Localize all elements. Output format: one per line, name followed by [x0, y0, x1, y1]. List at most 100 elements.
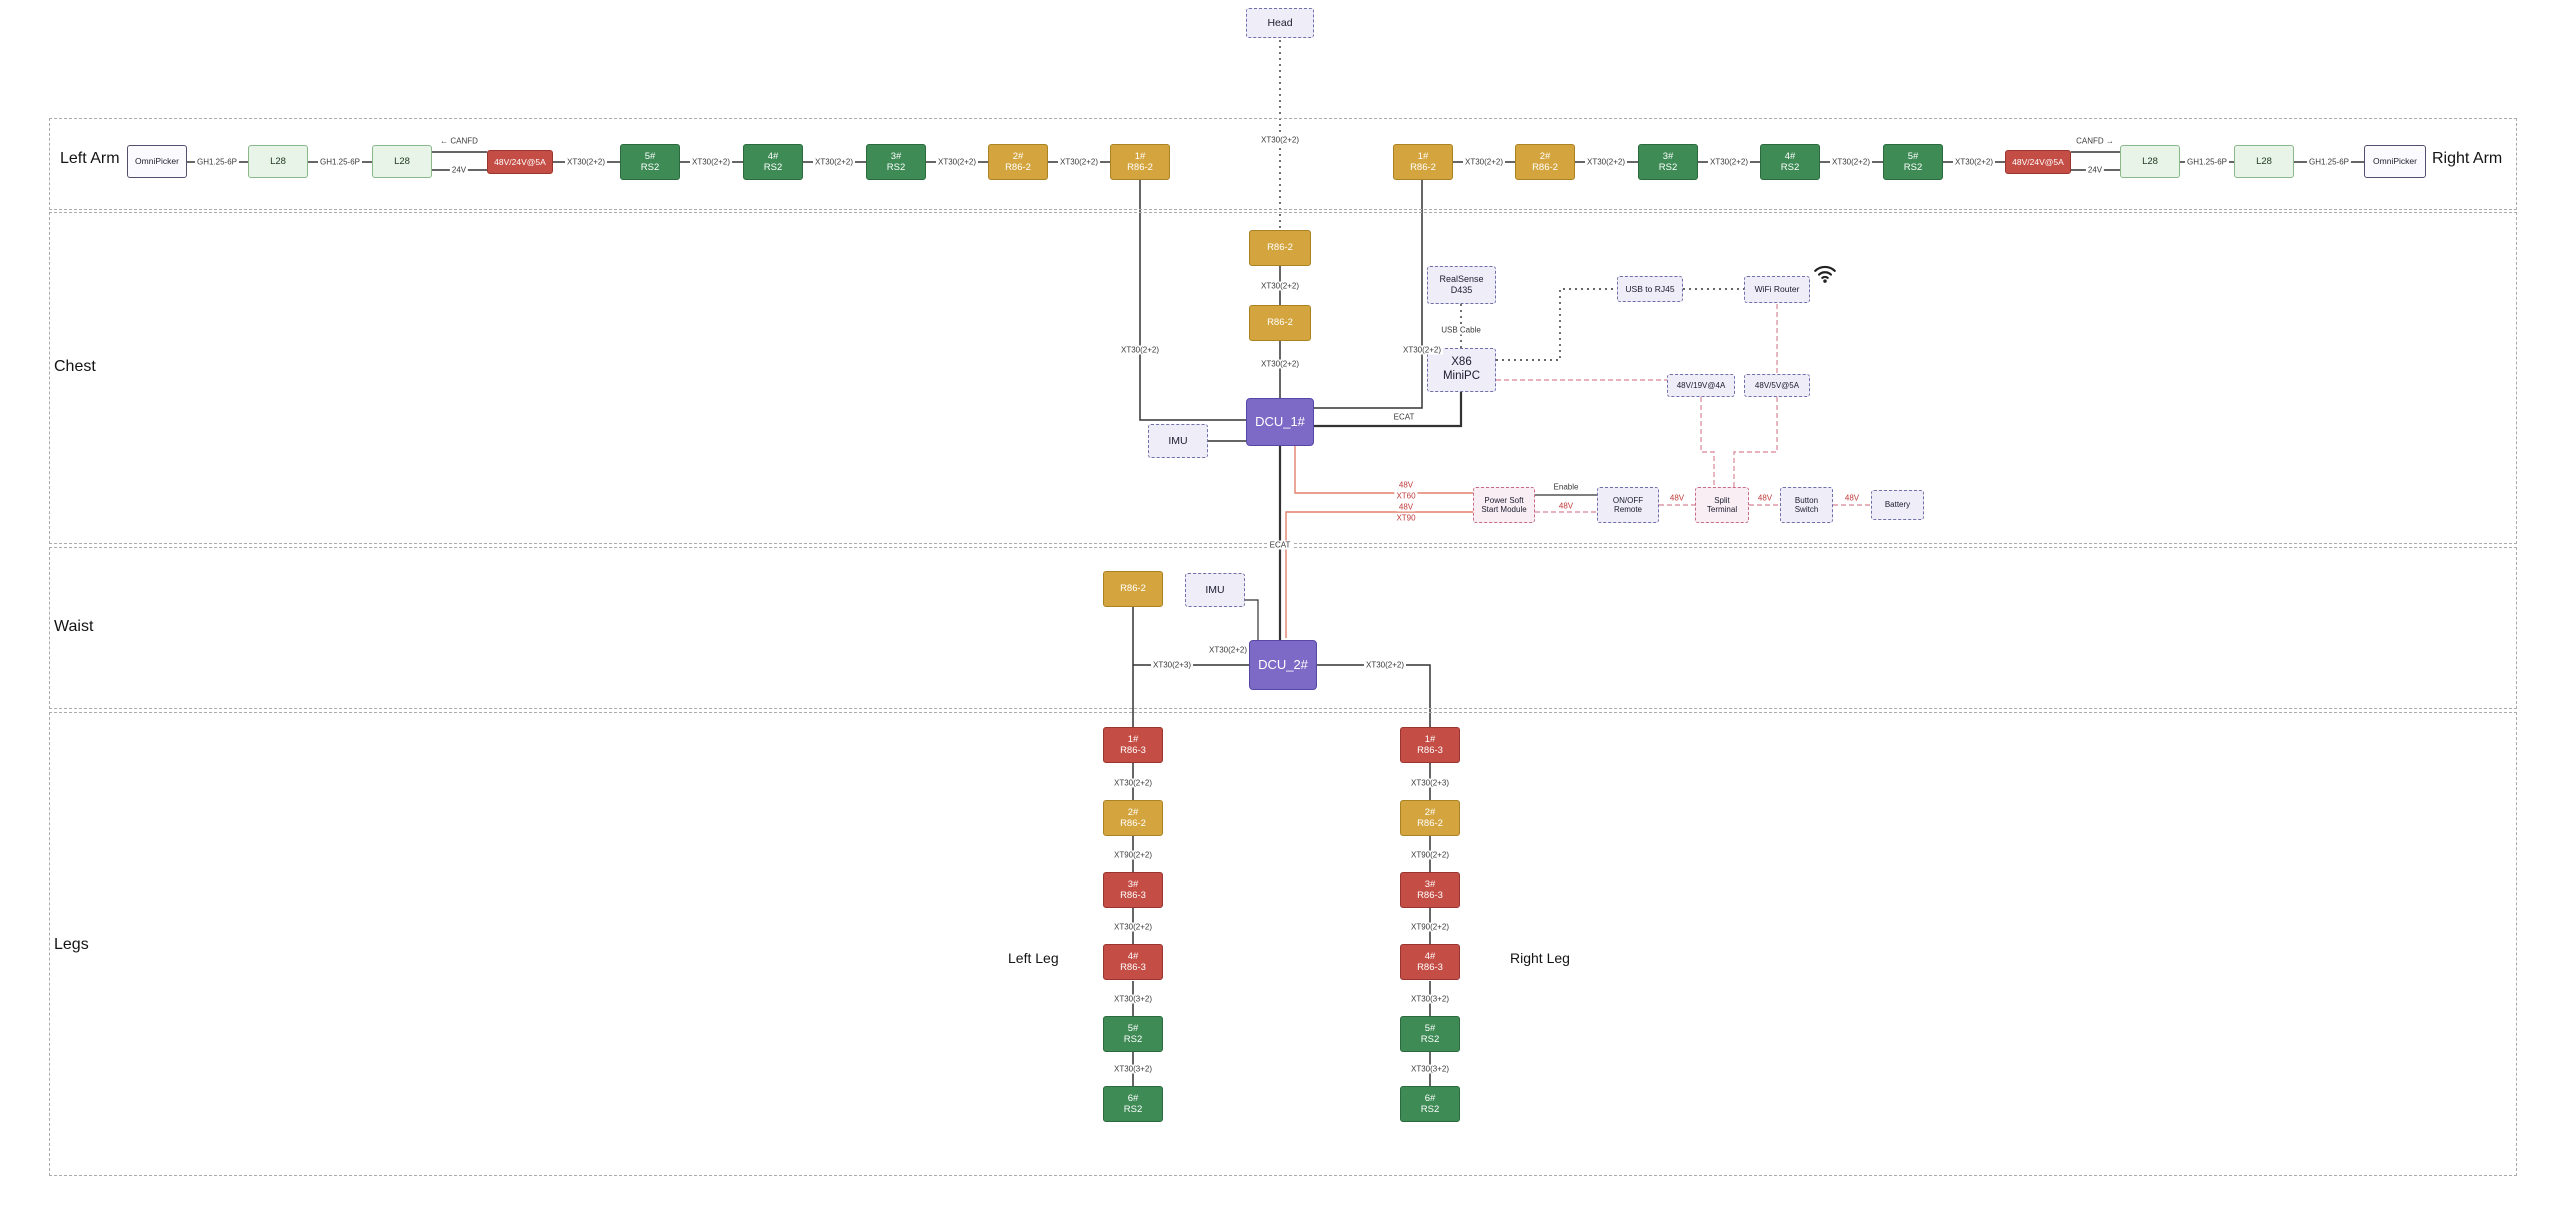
node-label: IMU: [1168, 434, 1188, 447]
connector-label: XT30(3+2): [1408, 1064, 1452, 1074]
node-label: R86-3: [1120, 962, 1146, 973]
connector-label: 48V: [1667, 493, 1687, 503]
wifi-icon: [1814, 265, 1836, 283]
node-label: 1#: [1417, 150, 1429, 162]
connector-label: XT30(2+2): [935, 157, 979, 167]
node-label: Split: [1714, 495, 1730, 505]
node-head: Head: [1246, 8, 1314, 38]
connector-label: ECAT: [1267, 540, 1293, 550]
node-label: 2#: [1127, 806, 1139, 818]
node-label: RealSense: [1439, 274, 1484, 285]
connector-label: GH1.25-6P: [2306, 157, 2352, 167]
node-label: 3#: [1662, 150, 1674, 162]
connector-label: ← CANFD: [438, 136, 480, 146]
connector-label: 48V: [1842, 493, 1862, 503]
node-label: R86-2: [1532, 162, 1558, 173]
node-label: OmniPicker: [135, 156, 179, 167]
node-label: 4#: [1424, 950, 1436, 962]
connector-label: XT90(2+2): [1408, 922, 1452, 932]
node-label: 5#: [1907, 150, 1919, 162]
node-label: RS2: [886, 162, 906, 173]
node-leg-right-6: 6#RS2: [1400, 1086, 1460, 1122]
section-label: Legs: [54, 936, 89, 953]
connector-label: XT30(3+2): [1111, 1064, 1155, 1074]
node-label: 5#: [1127, 1022, 1139, 1034]
node-label: R86-3: [1417, 962, 1443, 973]
node-label: 1#: [1134, 150, 1146, 162]
node-label: RS2: [1903, 162, 1923, 173]
edge: [1285, 511, 1473, 638]
connector-label: CANFD →: [2074, 136, 2116, 146]
node-label: RS2: [1420, 1104, 1440, 1115]
node-r86-chest-bottom: R86-2: [1249, 305, 1311, 341]
node-motor-right-2: 2#R86-2: [1515, 144, 1575, 180]
connector-label: XT90(2+2): [1111, 850, 1155, 860]
connector-label: XT30(3+2): [1408, 994, 1452, 1004]
node-label: RS2: [1123, 1034, 1143, 1045]
node-label: 48V/5V@5A: [1754, 380, 1800, 390]
node-label: 2#: [1012, 150, 1024, 162]
node-leg-left-4: 4#R86-3: [1103, 944, 1163, 980]
node-motor-left-5: 5#RS2: [620, 144, 680, 180]
node-label: Battery: [1884, 500, 1911, 510]
connector-label: XT30(2+2): [1206, 645, 1250, 655]
node-label: 4#: [1127, 950, 1139, 962]
node-wifi-router: WiFi Router: [1744, 276, 1810, 303]
node-label: 1#: [1127, 733, 1139, 745]
node-label: OmniPicker: [2373, 156, 2417, 167]
node-r86-chest-top: R86-2: [1249, 230, 1311, 266]
node-label: R86-3: [1120, 890, 1146, 901]
node-l28-left-1: L28: [248, 145, 308, 178]
edge: [1496, 288, 1617, 361]
node-battery: Battery: [1871, 490, 1924, 520]
connector-label: XT30(2+3): [1150, 660, 1194, 670]
node-label: L28: [2142, 155, 2158, 167]
connector-label: 48V: [1755, 493, 1775, 503]
node-omnipicker-left: OmniPicker: [127, 145, 187, 178]
connector-label: XT90: [1394, 513, 1418, 523]
node-usb-to-rj45: USB to RJ45: [1617, 276, 1683, 302]
node-dcu-1: DCU_1#: [1246, 398, 1314, 446]
node-label: R86-2: [1417, 818, 1443, 829]
node-label: 6#: [1127, 1092, 1139, 1104]
node-label: 48V/24V@5A: [494, 156, 546, 167]
node-leg-right-5: 5#RS2: [1400, 1016, 1460, 1052]
node-motor-right-4: 4#RS2: [1760, 144, 1820, 180]
node-label: 3#: [1127, 878, 1139, 890]
node-leg-left-2: 2#R86-2: [1103, 800, 1163, 836]
edge: [1314, 392, 1463, 428]
edge: [1139, 180, 1246, 421]
edge: [1733, 397, 1778, 487]
connector-label: XT30(2+2): [1057, 157, 1101, 167]
band-legs: [49, 712, 2517, 1176]
node-label: 1#: [1424, 733, 1436, 745]
node-label: RS2: [1658, 162, 1678, 173]
node-label: 3#: [890, 150, 902, 162]
node-motor-right-3: 3#RS2: [1638, 144, 1698, 180]
connector-label: GH1.25-6P: [194, 157, 240, 167]
node-label: DCU_1#: [1255, 414, 1305, 430]
node-label: X86: [1451, 356, 1472, 369]
connector-label: XT60: [1394, 491, 1418, 501]
node-omnipicker-right: OmniPicker: [2364, 145, 2426, 178]
node-label: 2#: [1424, 806, 1436, 818]
node-label: Remote: [1613, 505, 1642, 514]
node-label: 4#: [1784, 150, 1796, 162]
connector-label: XT30(3+2): [1111, 994, 1155, 1004]
node-label: DCU_2#: [1258, 657, 1308, 673]
connector-label: XT30(2+2): [1400, 345, 1444, 355]
connector-label: XT30(2+2): [1258, 135, 1302, 145]
node-converter-left-arm: 48V/24V@5A: [487, 150, 553, 174]
node-motor-right-1: 1#R86-2: [1393, 144, 1453, 180]
node-label: 6#: [1424, 1092, 1436, 1104]
node-label: 48V/24V@5A: [2012, 156, 2064, 167]
node-motor-left-2: 2#R86-2: [988, 144, 1048, 180]
connector-label: XT30(2+2): [689, 157, 733, 167]
edge: [1700, 397, 1715, 487]
node-converter-19v: 48V/19V@4A: [1667, 374, 1735, 397]
connector-label: XT30(2+2): [1111, 778, 1155, 788]
node-leg-right-3: 3#R86-3: [1400, 872, 1460, 908]
node-imu-waist: IMU: [1185, 573, 1245, 607]
node-label: L28: [394, 155, 410, 167]
